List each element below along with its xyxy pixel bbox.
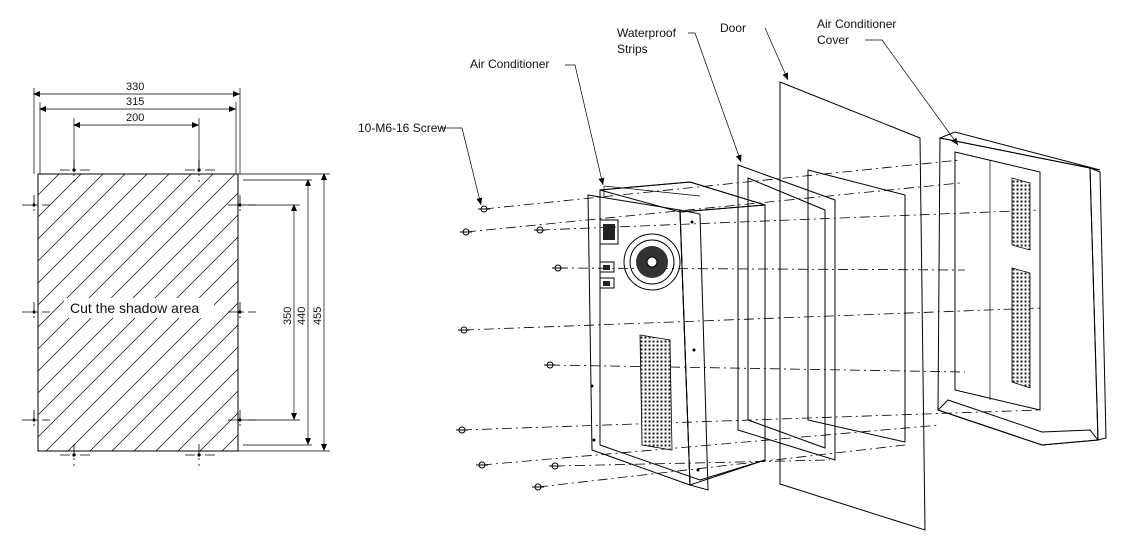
cover-label-line1: Air Conditioner: [817, 17, 896, 31]
dim-200: 200: [126, 112, 144, 124]
waterproof-label-line1: Waterproof: [617, 26, 677, 40]
door-label: Door: [720, 21, 746, 35]
grill-icon: [639, 334, 673, 451]
cutout-outline: [37, 173, 239, 452]
dim-455: 455: [312, 307, 324, 325]
cut-shadow-label: Cut the shadow area: [70, 300, 199, 316]
screw-axis-lines: [461, 159, 1041, 488]
air-conditioner-cover: [937, 131, 1107, 446]
waterproof-leader: [688, 32, 742, 163]
dim-350: 350: [282, 307, 294, 325]
air-conditioner-label: Air Conditioner: [470, 57, 549, 71]
dim-330: 330: [126, 81, 144, 93]
exploded-assembly: 10-M6-16 Screw Air Conditioner Waterproo…: [358, 17, 1107, 531]
cover-label-line2: Cover: [817, 33, 849, 47]
fan-icon: [623, 233, 681, 291]
hole-marks: [22, 160, 256, 466]
cover-vent-upper-icon: [1011, 177, 1031, 251]
air-conditioner-unit: [587, 181, 766, 491]
air-conditioner-leader: [565, 64, 605, 186]
cutout-drawing: Cut the shadow area 330 315 200 350 440 …: [22, 81, 330, 466]
screw-leader: [440, 127, 483, 206]
cover-vent-lower-icon: [1011, 267, 1031, 389]
door-leader: [764, 27, 789, 81]
dim-440: 440: [296, 307, 308, 325]
waterproof-strips: [737, 164, 836, 461]
waterproof-label-line2: Strips: [617, 42, 648, 56]
screws: [456, 205, 564, 491]
door-panel: [779, 81, 926, 531]
screw-label: 10-M6-16 Screw: [358, 121, 446, 135]
dim-315: 315: [126, 96, 144, 108]
cover-leader: [865, 39, 959, 146]
